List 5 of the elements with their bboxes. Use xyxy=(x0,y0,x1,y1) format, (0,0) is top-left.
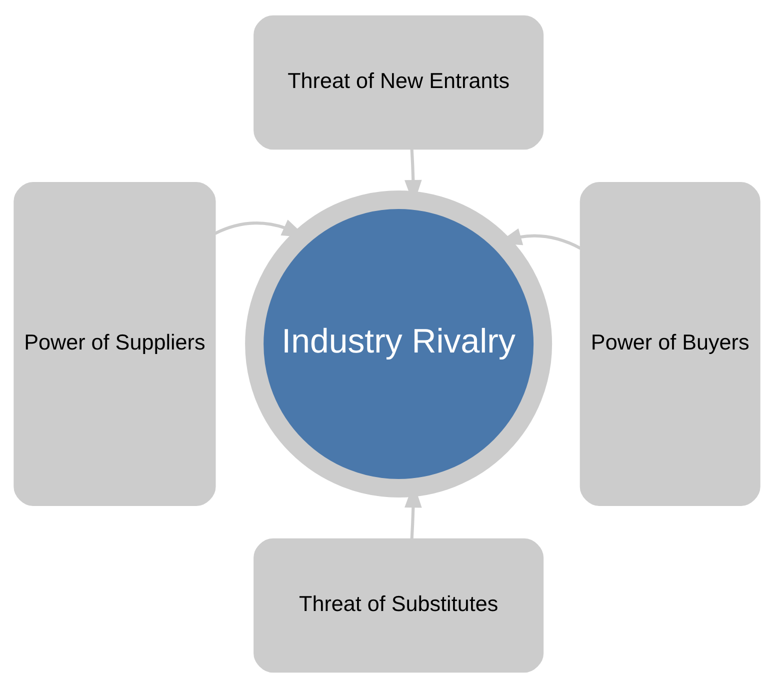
node-box: Power of Buyers xyxy=(580,182,760,506)
node-box: Threat of New Entrants xyxy=(254,14,544,150)
node-circle: Industry Rivalry xyxy=(245,190,552,497)
node-box: Power of Suppliers xyxy=(14,182,216,506)
node-box: Threat of Substitutes xyxy=(254,538,544,672)
